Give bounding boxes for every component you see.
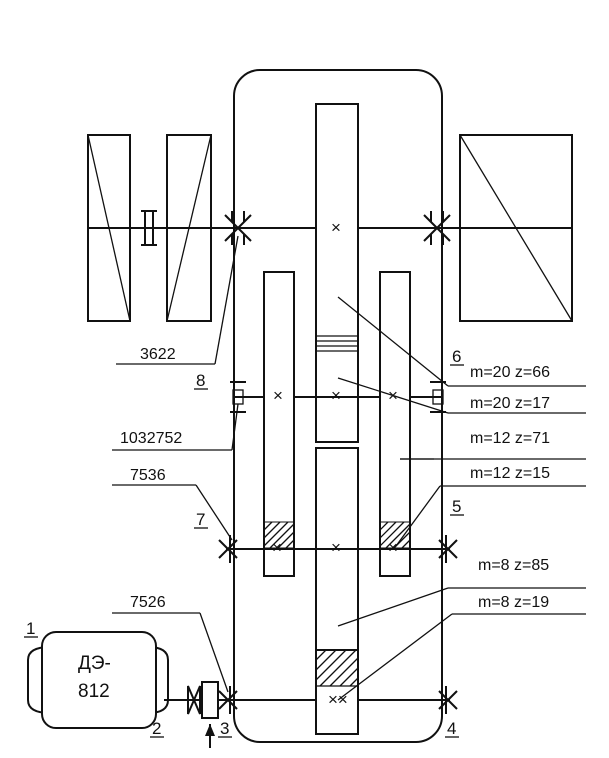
part-number-8: 8 [194,371,208,390]
motor-label-line1: ДЭ- [78,653,111,674]
gear-label-m20-z17: m=20 z=17 [470,395,550,412]
gear-label-m8-z85: m=8 z=85 [478,557,549,574]
bearing-label-7526: 7526 [130,594,166,611]
svg-text:×: × [331,218,341,237]
gear-label-m20-z66: m=20 z=66 [470,364,550,381]
svg-text:×: × [331,538,341,557]
part-number-1: 1 [24,619,38,638]
gear-label-m12-z15: m=12 z=15 [470,465,550,482]
motor-de-812: ДЭ- 812 [27,631,169,729]
motor-label-line2: 812 [78,681,110,702]
bearing-third-left [218,535,238,563]
svg-text:×: × [388,538,398,557]
gear-label-m12-z71: m=12 z=71 [470,430,550,447]
svg-text:8: 8 [196,371,205,390]
svg-text:3: 3 [220,719,229,738]
svg-text:×: × [272,538,282,557]
bearing-top-left [224,211,252,245]
svg-text:5: 5 [452,497,461,516]
bearing-label-7536: 7536 [130,467,166,484]
gear-m12-z15: × [379,521,411,557]
part-number-3: 3 [218,719,232,738]
svg-text:×: × [331,386,341,405]
svg-text:1: 1 [26,619,35,638]
svg-text:4: 4 [447,719,456,738]
svg-text:×: × [273,386,283,405]
bearing-label-1032752: 1032752 [120,430,182,447]
bearing-third-right [438,535,458,563]
leader-lines [112,235,586,701]
bearing-label-3622: 3622 [140,346,176,363]
gear-label-m8-z19: m=8 z=19 [478,594,549,611]
svg-text:6: 6 [452,347,461,366]
part-number-7: 7 [194,510,208,529]
bearing-input-right [438,686,458,714]
brake-coupling [187,681,219,748]
svg-text:2: 2 [152,719,161,738]
gearbox-housing [233,69,443,743]
gear-left-lower-hatch: × [263,521,295,557]
right-drum [459,134,573,322]
bearing-input-left [218,686,238,714]
svg-text:7: 7 [196,510,205,529]
part-number-6: 6 [450,347,464,366]
gear-m20-z66: × [315,103,359,443]
bearing-top-right [423,211,451,245]
part-number-4: 4 [445,719,459,738]
part-number-2: 2 [150,719,164,738]
gear-m8-z19: ×× [315,649,359,735]
part-number-5: 5 [450,497,464,516]
